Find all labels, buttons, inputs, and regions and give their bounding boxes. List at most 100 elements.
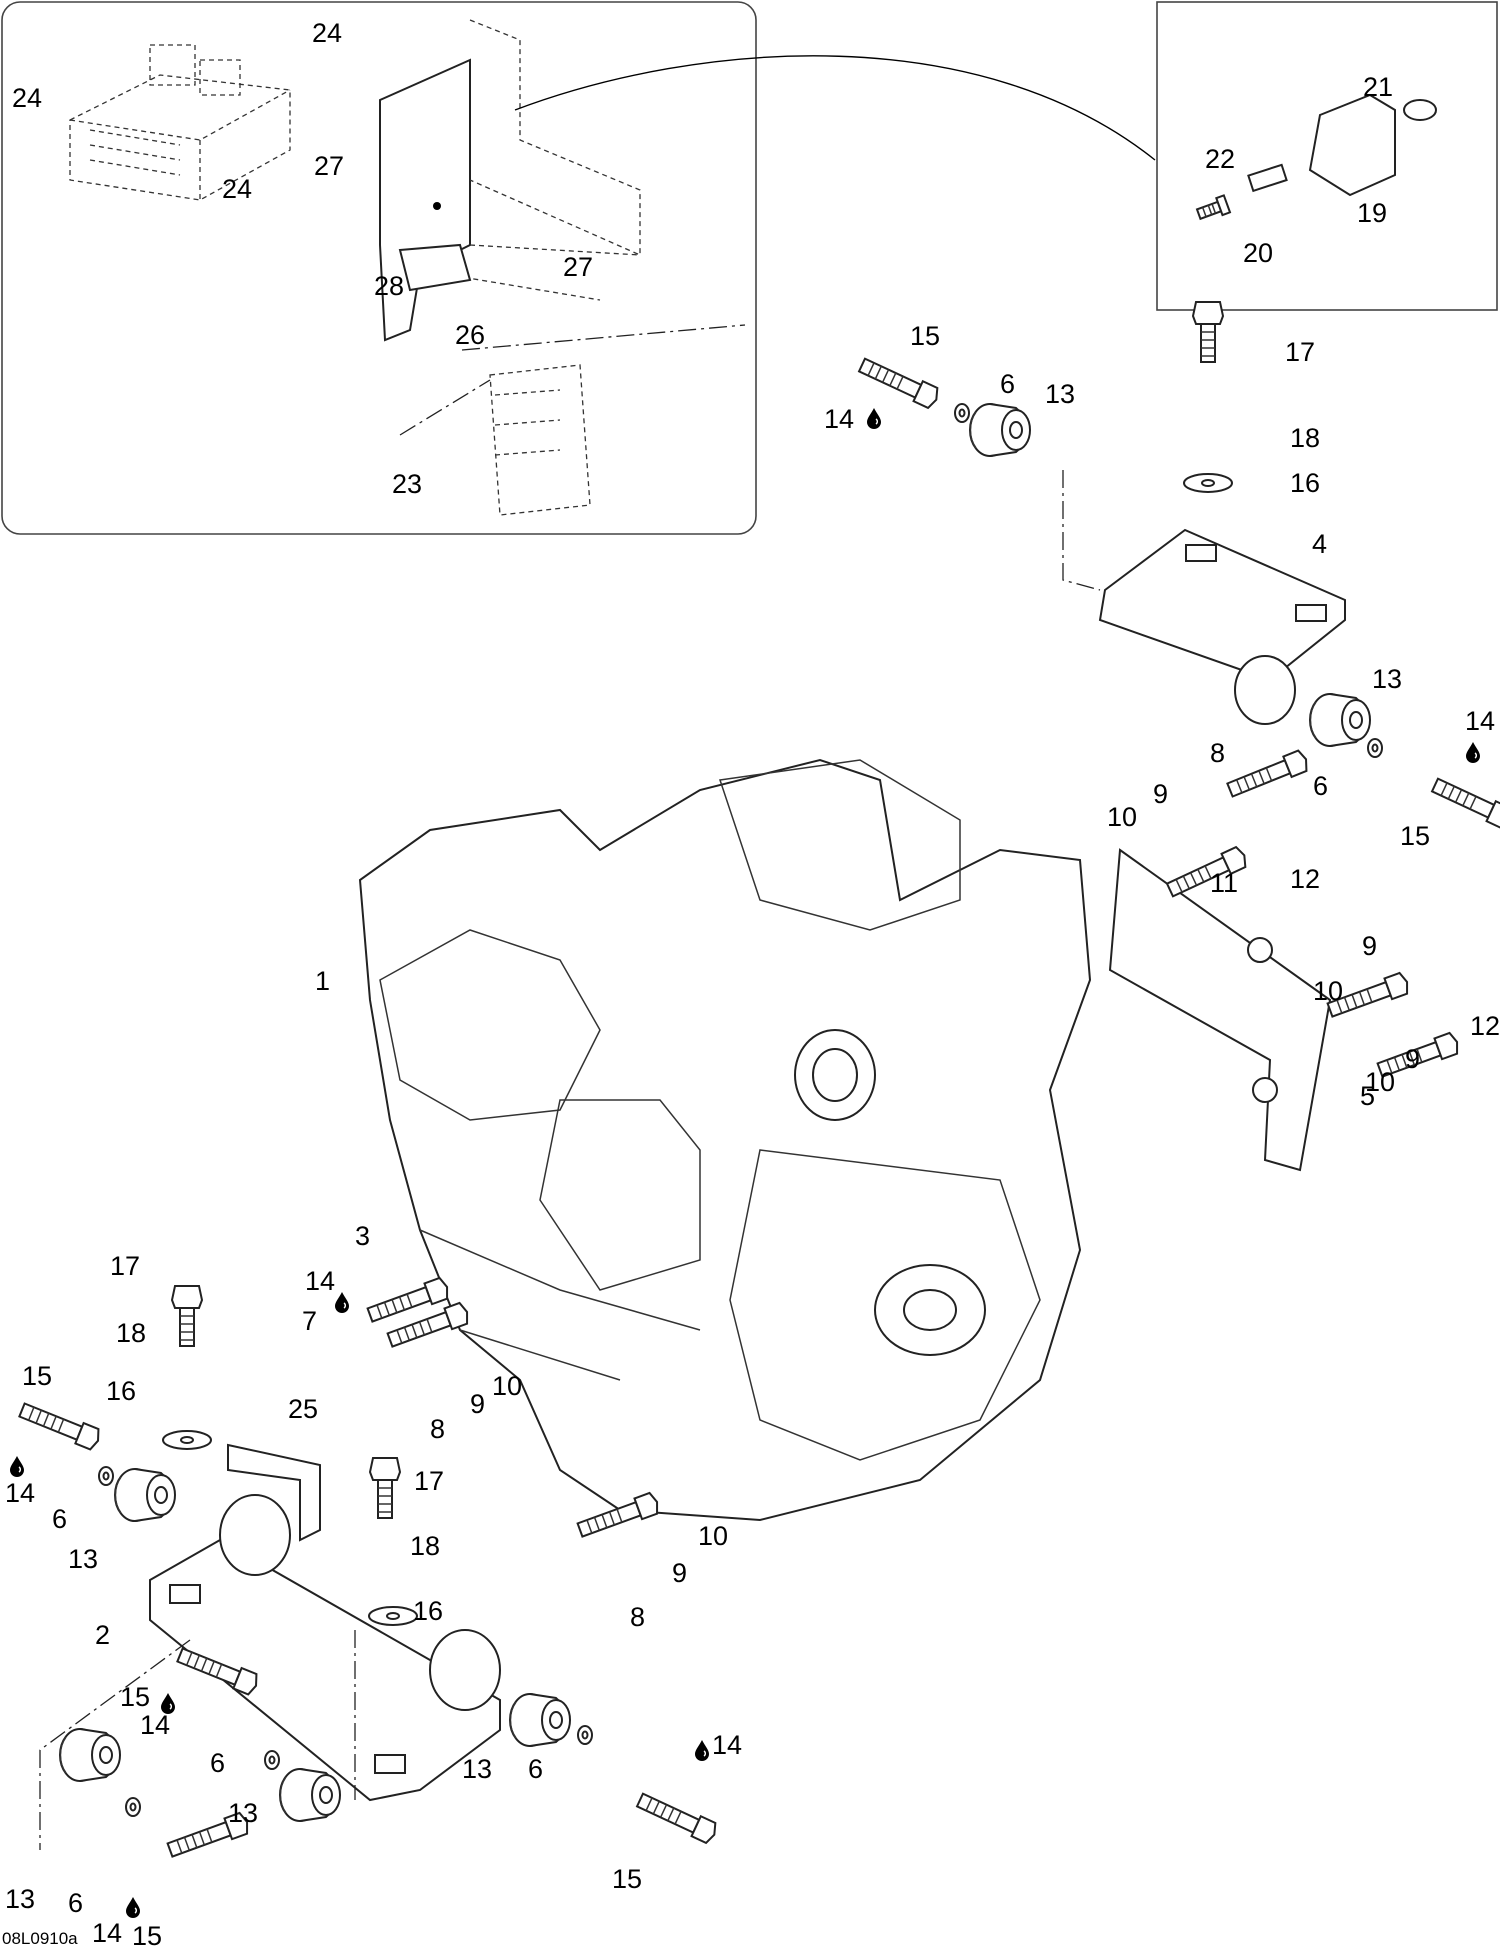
washer-16c xyxy=(368,1606,418,1626)
callout-13: 13 xyxy=(5,1884,35,1914)
callout-13: 13 xyxy=(1045,379,1075,409)
bolt-17c xyxy=(369,1457,401,1519)
callout-14: 14 xyxy=(140,1710,170,1740)
bolt-17a xyxy=(1192,301,1224,363)
callout-6: 6 xyxy=(52,1504,67,1534)
callout-10: 10 xyxy=(1107,802,1137,832)
callout-15: 15 xyxy=(120,1682,150,1712)
callout-6: 6 xyxy=(1000,369,1015,399)
bolt-15c xyxy=(16,1398,104,1452)
callout-24: 24 xyxy=(222,174,252,204)
callout-3: 3 xyxy=(355,1221,370,1251)
callout-13: 13 xyxy=(68,1544,98,1574)
washer-6b xyxy=(1367,738,1383,758)
callout-16: 16 xyxy=(413,1596,443,1626)
callout-14: 14 xyxy=(5,1478,35,1508)
callout-9: 9 xyxy=(1405,1044,1420,1074)
connector-curve xyxy=(514,55,1156,161)
callout-22: 22 xyxy=(1205,144,1235,174)
ecm-bracket-drawing xyxy=(379,19,641,342)
callout-9: 9 xyxy=(672,1558,687,1588)
callout-9: 9 xyxy=(1153,779,1168,809)
callout-15: 15 xyxy=(22,1361,52,1391)
callout-14: 14 xyxy=(305,1266,335,1296)
callout-19: 19 xyxy=(1357,198,1387,228)
bolt-17b xyxy=(171,1285,203,1347)
washer-6a xyxy=(954,403,970,423)
washer-16b xyxy=(162,1430,212,1450)
callout-10: 10 xyxy=(1313,976,1343,1006)
bolt-15b xyxy=(1429,774,1500,831)
harness-clip-drawing xyxy=(1194,93,1437,224)
callout-16: 16 xyxy=(1290,468,1320,498)
callout-6: 6 xyxy=(528,1754,543,1784)
callout-21: 21 xyxy=(1363,72,1393,102)
callout-8: 8 xyxy=(630,1602,645,1632)
callout-18: 18 xyxy=(1290,423,1320,453)
callout-4: 4 xyxy=(1312,529,1327,559)
callout-10: 10 xyxy=(1365,1067,1395,1097)
callout-20: 20 xyxy=(1243,238,1273,268)
washer-6c xyxy=(98,1466,114,1486)
washer-6e xyxy=(577,1725,593,1745)
callout-6: 6 xyxy=(1313,771,1328,801)
callout-8: 8 xyxy=(1210,738,1225,768)
callout-6: 6 xyxy=(68,1888,83,1918)
callout-25: 25 xyxy=(288,1394,318,1424)
callout-23: 23 xyxy=(392,469,422,499)
callout-13: 13 xyxy=(228,1798,258,1828)
ecm-module-drawing xyxy=(399,324,746,516)
mount-cushion-13b xyxy=(1309,693,1371,747)
fuse-box-drawing xyxy=(69,44,291,201)
callout-13: 13 xyxy=(462,1754,492,1784)
mount-cushion-13f xyxy=(59,1728,121,1782)
electrical-inset-frame xyxy=(1,1,757,535)
oil-drop-icon xyxy=(9,1455,25,1478)
washer-6d xyxy=(264,1750,280,1770)
callout-8: 8 xyxy=(430,1414,445,1444)
callout-14: 14 xyxy=(92,1918,122,1948)
figure-reference-code: 08L0910a xyxy=(2,1929,78,1948)
callout-14: 14 xyxy=(712,1730,742,1760)
oil-drop-icon xyxy=(866,407,882,430)
callout-18: 18 xyxy=(116,1318,146,1348)
oil-drop-icon xyxy=(334,1291,350,1314)
callout-16: 16 xyxy=(106,1376,136,1406)
mount-cushion-13d xyxy=(279,1768,341,1822)
callout-14: 14 xyxy=(1465,706,1495,736)
callout-15: 15 xyxy=(1400,821,1430,851)
washer-16a xyxy=(1183,473,1233,493)
callout-12: 12 xyxy=(1290,864,1320,894)
oil-drop-icon xyxy=(1465,741,1481,764)
washer-6f xyxy=(125,1797,141,1817)
callout-11: 11 xyxy=(1210,868,1238,898)
callout-27: 27 xyxy=(314,151,344,181)
callout-24: 24 xyxy=(312,18,342,48)
callout-9: 9 xyxy=(470,1389,485,1419)
callout-17: 17 xyxy=(1285,337,1315,367)
callout-15: 15 xyxy=(910,321,940,351)
bolt-15e xyxy=(634,1789,720,1846)
callout-24: 24 xyxy=(12,83,42,113)
callout-18: 18 xyxy=(410,1531,440,1561)
mount-cushion-13c xyxy=(114,1468,176,1522)
callout-7: 7 xyxy=(302,1306,317,1336)
callout-17: 17 xyxy=(414,1466,444,1496)
callout-10: 10 xyxy=(492,1371,522,1401)
oil-drop-icon xyxy=(125,1896,141,1919)
bolt-15a xyxy=(856,354,942,411)
callout-9: 9 xyxy=(1362,931,1377,961)
mount-cushion-13e xyxy=(509,1693,571,1747)
callout-1: 1 xyxy=(315,966,330,996)
lower-mount-bracket-drawing xyxy=(149,1443,501,1802)
callout-6: 6 xyxy=(210,1748,225,1778)
upper-mount-bracket-drawing xyxy=(1098,528,1346,725)
callout-15: 15 xyxy=(612,1864,642,1894)
callout-26: 26 xyxy=(455,320,485,350)
harness-clip-inset-frame xyxy=(1156,1,1498,311)
mount-cushion-13a xyxy=(969,403,1031,457)
callout-5: 5 xyxy=(1360,1081,1375,1111)
callout-17: 17 xyxy=(110,1251,140,1281)
callout-12: 12 xyxy=(1470,1011,1500,1041)
